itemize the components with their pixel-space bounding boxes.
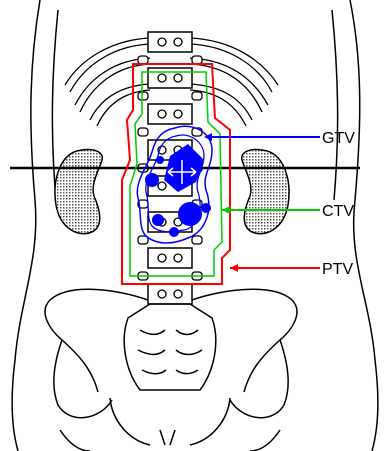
pelvis (45, 289, 297, 451)
gtv-nodule (145, 173, 159, 187)
gtv-label: GTV (322, 130, 355, 147)
gtv-nodule (169, 227, 179, 237)
ctv-label: CTV (322, 203, 354, 220)
ctv-arrowhead (222, 206, 230, 214)
left-kidney (55, 149, 102, 233)
ptv-label: PTV (322, 261, 353, 278)
gtv-nodule (152, 214, 164, 226)
right-kidney (242, 149, 289, 233)
gtv-nodule (178, 202, 202, 226)
gtv-nodule (156, 156, 164, 164)
ptv-arrowhead (230, 264, 238, 272)
gtv-nodule (201, 203, 211, 213)
